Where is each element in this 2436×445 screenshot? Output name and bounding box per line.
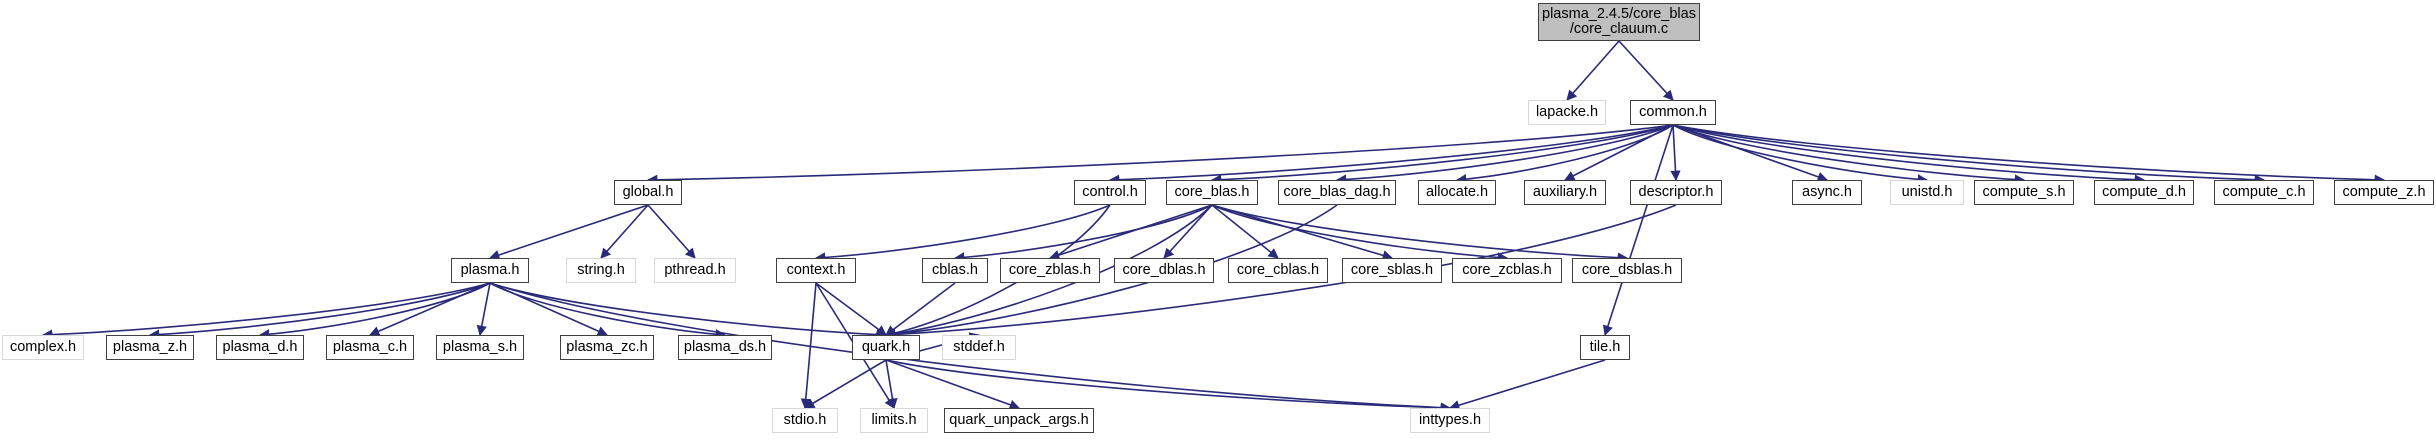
graph-edge (600, 204, 649, 259)
graph-node-core_dsblas[interactable]: core_dsblas.h (1572, 258, 1682, 283)
graph-edge (884, 204, 1213, 339)
graph-edge (1602, 124, 1674, 336)
graph-edge (800, 282, 817, 410)
graph-node-control[interactable]: control.h (1074, 180, 1146, 205)
graph-node-compute_z[interactable]: compute_z.h (2334, 180, 2434, 205)
graph-node-allocate[interactable]: allocate.h (1418, 180, 1496, 205)
graph-node-core_blas_dag[interactable]: core_blas_dag.h (1278, 180, 1396, 205)
graph-edge (884, 204, 1677, 340)
graph-edge (1670, 124, 1681, 182)
graph-edge (1211, 204, 1629, 263)
graph-edge (1672, 124, 2386, 185)
graph-edge (489, 282, 1452, 413)
graph-edge (1672, 124, 1929, 185)
graph-edge (1211, 204, 1279, 259)
graph-node-plasma_s[interactable]: plasma_s.h (436, 335, 524, 360)
graph-node-stdio[interactable]: stdio.h (772, 408, 838, 433)
graph-node-cblas[interactable]: cblas.h (922, 258, 988, 283)
graph-edge (1335, 124, 1674, 185)
graph-node-plasma_zc[interactable]: plasma_zc.h (560, 335, 654, 360)
graph-edge (1672, 124, 2266, 185)
graph-edge (489, 204, 649, 260)
graph-edge (41, 282, 491, 340)
graph-node-complex[interactable]: complex.h (2, 335, 84, 360)
graph-edge (814, 204, 1111, 263)
graph-node-plasma_d[interactable]: plasma_d.h (216, 335, 304, 360)
graph-node-compute_d[interactable]: compute_d.h (2094, 180, 2194, 205)
graph-node-core_blas[interactable]: core_blas.h (1166, 180, 1258, 205)
graph-node-descriptor[interactable]: descriptor.h (1630, 180, 1722, 205)
graph-node-quark_unpack_args[interactable]: quark_unpack_args.h (944, 408, 1094, 433)
graph-edge (815, 282, 887, 336)
graph-edge (647, 204, 696, 259)
graph-edge (1108, 124, 1674, 185)
graph-node-unistd[interactable]: unistd.h (1890, 180, 1964, 205)
graph-node-compute_s[interactable]: compute_s.h (1974, 180, 2074, 205)
graph-edge (1618, 40, 1674, 101)
graph-edge (884, 204, 1338, 340)
graph-node-auxiliary[interactable]: auxiliary.h (1524, 180, 1606, 205)
graph-node-lapacke[interactable]: lapacke.h (1528, 100, 1606, 125)
graph-node-string[interactable]: string.h (566, 258, 636, 283)
graph-node-plasma_c[interactable]: plasma_c.h (326, 335, 414, 360)
graph-node-compute_c[interactable]: compute_c.h (2214, 180, 2314, 205)
graph-edge (1566, 40, 1620, 101)
graph-node-stddef[interactable]: stddef.h (942, 335, 1016, 360)
graph-node-tile[interactable]: tile.h (1580, 335, 1630, 360)
graph-edge (884, 204, 1111, 339)
graph-node-core_sblas[interactable]: core_sblas.h (1342, 258, 1442, 283)
graph-node-root[interactable]: plasma_2.4.5/core_blas /core_clauum.c (1538, 3, 1700, 41)
graph-edge (369, 282, 491, 337)
graph-node-plasma_z[interactable]: plasma_z.h (106, 335, 194, 360)
graph-edge (489, 282, 888, 340)
graph-edge (1449, 359, 1606, 411)
graph-node-core_zcblas[interactable]: core_zcblas.h (1452, 258, 1562, 283)
graph-node-global[interactable]: global.h (614, 180, 682, 205)
graph-node-core_cblas[interactable]: core_cblas.h (1228, 258, 1328, 283)
graph-node-core_zblas[interactable]: core_zblas.h (1000, 258, 1100, 283)
graph-edge (885, 359, 1020, 410)
graph-node-plasma[interactable]: plasma.h (451, 258, 529, 283)
graph-node-quark[interactable]: quark.h (852, 335, 920, 360)
graph-edge (1672, 124, 2146, 185)
graph-node-limits[interactable]: limits.h (860, 408, 928, 433)
graph-node-common[interactable]: common.h (1630, 100, 1716, 125)
graph-node-inttypes[interactable]: inttypes.h (1410, 408, 1490, 433)
graph-edge (1163, 204, 1213, 259)
graph-edge (885, 282, 956, 336)
graph-edge (1564, 124, 1674, 181)
graph-edge (489, 282, 727, 340)
graph-node-core_dblas[interactable]: core_dblas.h (1114, 258, 1214, 283)
graph-node-plasma_ds[interactable]: plasma_ds.h (678, 335, 772, 360)
graph-edge (476, 282, 491, 337)
graph-node-pthread[interactable]: pthread.h (654, 258, 736, 283)
graph-edge (953, 204, 1213, 263)
graph-node-async[interactable]: async.h (1792, 180, 1862, 205)
graph-edge (148, 282, 491, 340)
graph-node-context[interactable]: context.h (776, 258, 856, 283)
graph-edge (885, 359, 1452, 413)
graph-edge (646, 124, 1674, 186)
graph-edge (1049, 204, 1213, 261)
graph-edge (1672, 124, 2026, 185)
graph-edge (1211, 204, 1509, 263)
graph-edge (804, 359, 887, 409)
graph-edge (885, 359, 898, 410)
graph-edge (1210, 124, 1674, 185)
